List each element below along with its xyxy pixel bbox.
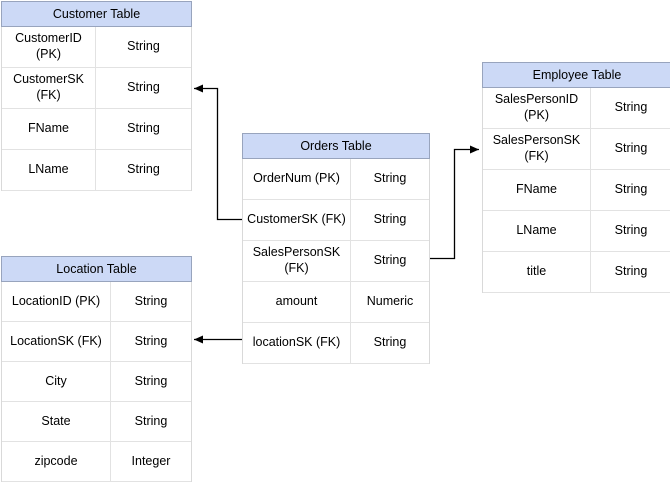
table-body: SalesPersonID (PK) String SalesPersonSK … (482, 88, 670, 293)
field-name-cell: SalesPersonSK (FK) (483, 129, 591, 169)
field-name-cell: LName (483, 211, 591, 251)
field-type-cell: String (614, 100, 648, 115)
field-type-cell: String (134, 413, 168, 428)
field-type-cell: String (127, 162, 160, 177)
connector-orders-to-customer[interactable] (194, 84, 242, 221)
table-row: State String (2, 402, 191, 442)
field-name-cell: OrderNum (PK) (243, 159, 351, 199)
field-type-cell: String (614, 223, 648, 238)
field-type-cell: String (614, 141, 648, 156)
table-row: CustomerSK (FK) String (243, 200, 429, 241)
field-name-cell: CustomerSK (FK) (2, 68, 96, 108)
field-name-cell: locationSK (FK) (243, 323, 351, 363)
table-row: City String (2, 362, 191, 402)
table-row: FName String (483, 170, 670, 211)
field-name-cell: LName (2, 150, 96, 190)
table-title: Location Table (1, 256, 192, 282)
table-row: LName String (483, 211, 670, 252)
table-row: SalesPersonSK (FK) String (243, 241, 429, 282)
table-title: Customer Table (1, 1, 192, 27)
table-body: CustomerID (PK) String CustomerSK (FK) S… (1, 27, 192, 191)
field-name-cell: City (2, 362, 111, 401)
table-row: title String (483, 252, 670, 293)
field-type-cell: String (373, 212, 407, 227)
table-row: CustomerSK (FK) String (2, 68, 191, 109)
field-name-cell: State (2, 402, 111, 441)
field-name-cell: SalesPersonSK (FK) (243, 241, 351, 281)
field-type-cell: String (373, 171, 407, 186)
table-row: CustomerID (PK) String (2, 27, 191, 68)
table-row: SalesPersonID (PK) String (483, 88, 670, 129)
field-name-cell: FName (483, 170, 591, 210)
field-name-cell: CustomerSK (FK) (243, 200, 351, 240)
field-type-cell: Integer (131, 453, 171, 468)
field-type-cell: String (127, 121, 160, 136)
entity-table-customer[interactable]: Customer Table CustomerID (PK) String Cu… (1, 1, 192, 191)
field-name-cell: zipcode (2, 442, 111, 481)
table-row: amount Numeric (243, 282, 429, 323)
field-name-cell: FName (2, 109, 96, 149)
field-name-cell: LocationSK (FK) (2, 322, 111, 361)
field-type-cell: String (127, 39, 160, 54)
field-name-cell: amount (243, 282, 351, 322)
field-type-cell: String (134, 373, 168, 388)
table-body: OrderNum (PK) String CustomerSK (FK) Str… (242, 159, 430, 364)
field-type-cell: String (134, 333, 168, 348)
entity-table-employee[interactable]: Employee Table SalesPersonID (PK) String… (482, 62, 670, 293)
connector-orders-to-employee[interactable] (430, 145, 479, 260)
field-name-cell: title (483, 252, 591, 292)
field-name-cell: SalesPersonID (PK) (483, 88, 591, 128)
field-type-cell: String (127, 80, 160, 95)
field-type-cell: String (134, 293, 168, 308)
table-row: LocationID (PK) String (2, 282, 191, 322)
table-row: SalesPersonSK (FK) String (483, 129, 670, 170)
table-row: OrderNum (PK) String (243, 159, 429, 200)
table-row: locationSK (FK) String (243, 323, 429, 364)
table-row: LocationSK (FK) String (2, 322, 191, 362)
field-type-cell: String (373, 335, 407, 350)
field-type-cell: String (373, 253, 407, 268)
table-row: FName String (2, 109, 191, 150)
field-type-cell: String (614, 182, 648, 197)
field-name-cell: CustomerID (PK) (2, 27, 96, 67)
entity-table-location[interactable]: Location Table LocationID (PK) String Lo… (1, 256, 192, 482)
field-type-cell: Numeric (366, 294, 414, 309)
table-title: Employee Table (482, 62, 670, 88)
table-title: Orders Table (242, 133, 430, 159)
field-name-cell: LocationID (PK) (2, 282, 111, 321)
entity-table-orders[interactable]: Orders Table OrderNum (PK) String Custom… (242, 133, 430, 364)
table-row: LName String (2, 150, 191, 191)
field-type-cell: String (614, 264, 648, 279)
